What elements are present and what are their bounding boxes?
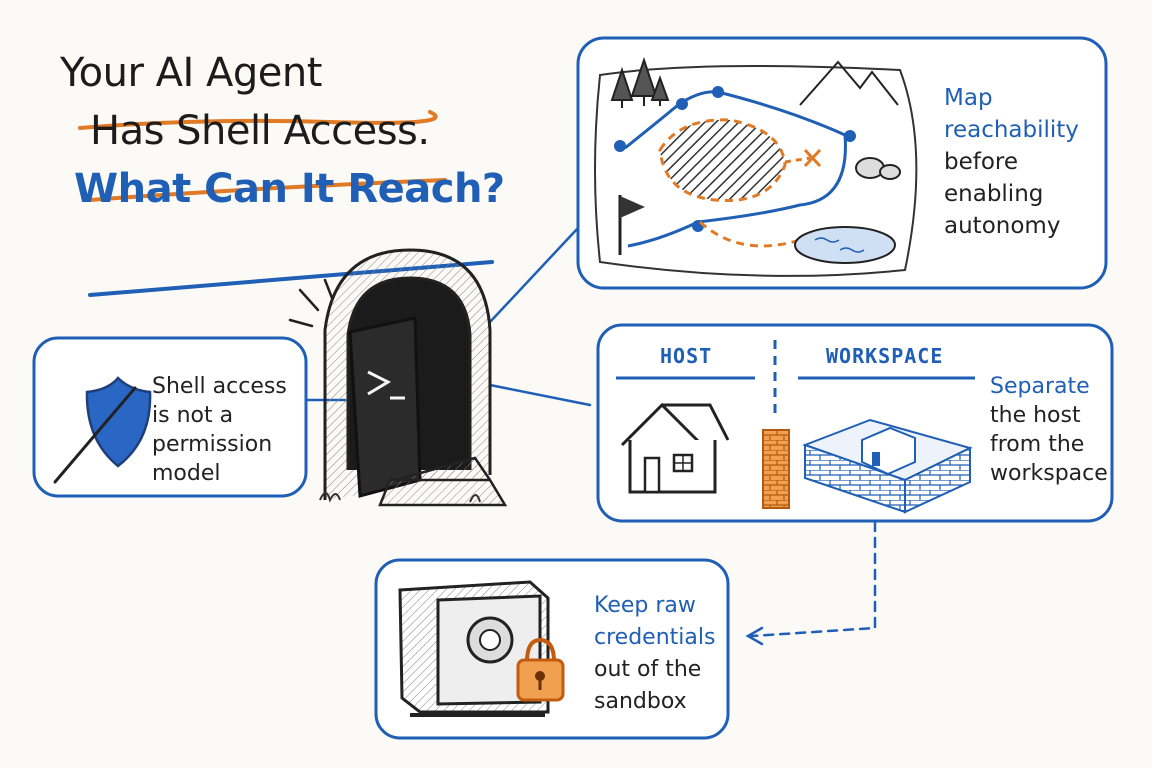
shell-text-line-1: Shell access [152,374,287,399]
separate-text-line-3: from the [990,432,1085,457]
shield-icon [53,376,152,484]
shell-text-line-2: is not a [152,403,234,428]
credentials-text-line-4: sandbox [594,689,687,714]
shell-text-line-4: model [152,461,221,486]
credentials-panel-text: Keep raw credentials out of the sandbox [594,590,715,718]
terminal-door-icon [288,248,508,507]
title-line-1: Your AI Agent [60,50,322,96]
shell-panel-text: Shell access is not a permission model [152,372,287,488]
shell-panel [32,336,308,498]
map-panel [576,36,1108,290]
title-line-3: What Can It Reach? [74,166,505,212]
page-title: Your AI Agent Has Shell Access. What Can… [60,44,505,218]
credentials-panel [374,558,730,740]
walled-sandbox-icon [802,418,973,514]
map-text-line-4: enabling [944,181,1044,207]
map-text-line-2: reachability [944,117,1079,143]
separate-text-line-2: the host [990,403,1081,428]
title-line-2: Has Shell Access. [90,108,430,154]
separate-text-line-4: workspace [990,461,1108,486]
credentials-text-line-1: Keep raw [594,593,696,618]
map-text-line-1: Map [944,85,993,111]
map-panel-text: Map reachability before enabling autonom… [944,82,1079,242]
separate-text-line-1: Separate [990,374,1090,399]
map-text-line-3: before [944,149,1019,175]
credentials-text-line-2: credentials [594,625,716,650]
safe-icon [398,580,550,717]
brick-wall-icon [762,429,790,509]
separate-panel [596,323,1114,523]
connectors [303,226,877,646]
host-label: HOST [660,344,713,368]
credentials-text-line-3: out of the [594,657,702,682]
map-text-line-5: autonomy [944,213,1061,239]
house-icon [620,402,730,494]
padlock-icon [516,637,565,702]
separate-panel-text: Separate the host from the workspace [990,372,1108,488]
shell-text-line-3: permission [152,432,273,457]
treasure-map-icon [594,56,918,277]
workspace-label: WORKSPACE [826,344,944,368]
